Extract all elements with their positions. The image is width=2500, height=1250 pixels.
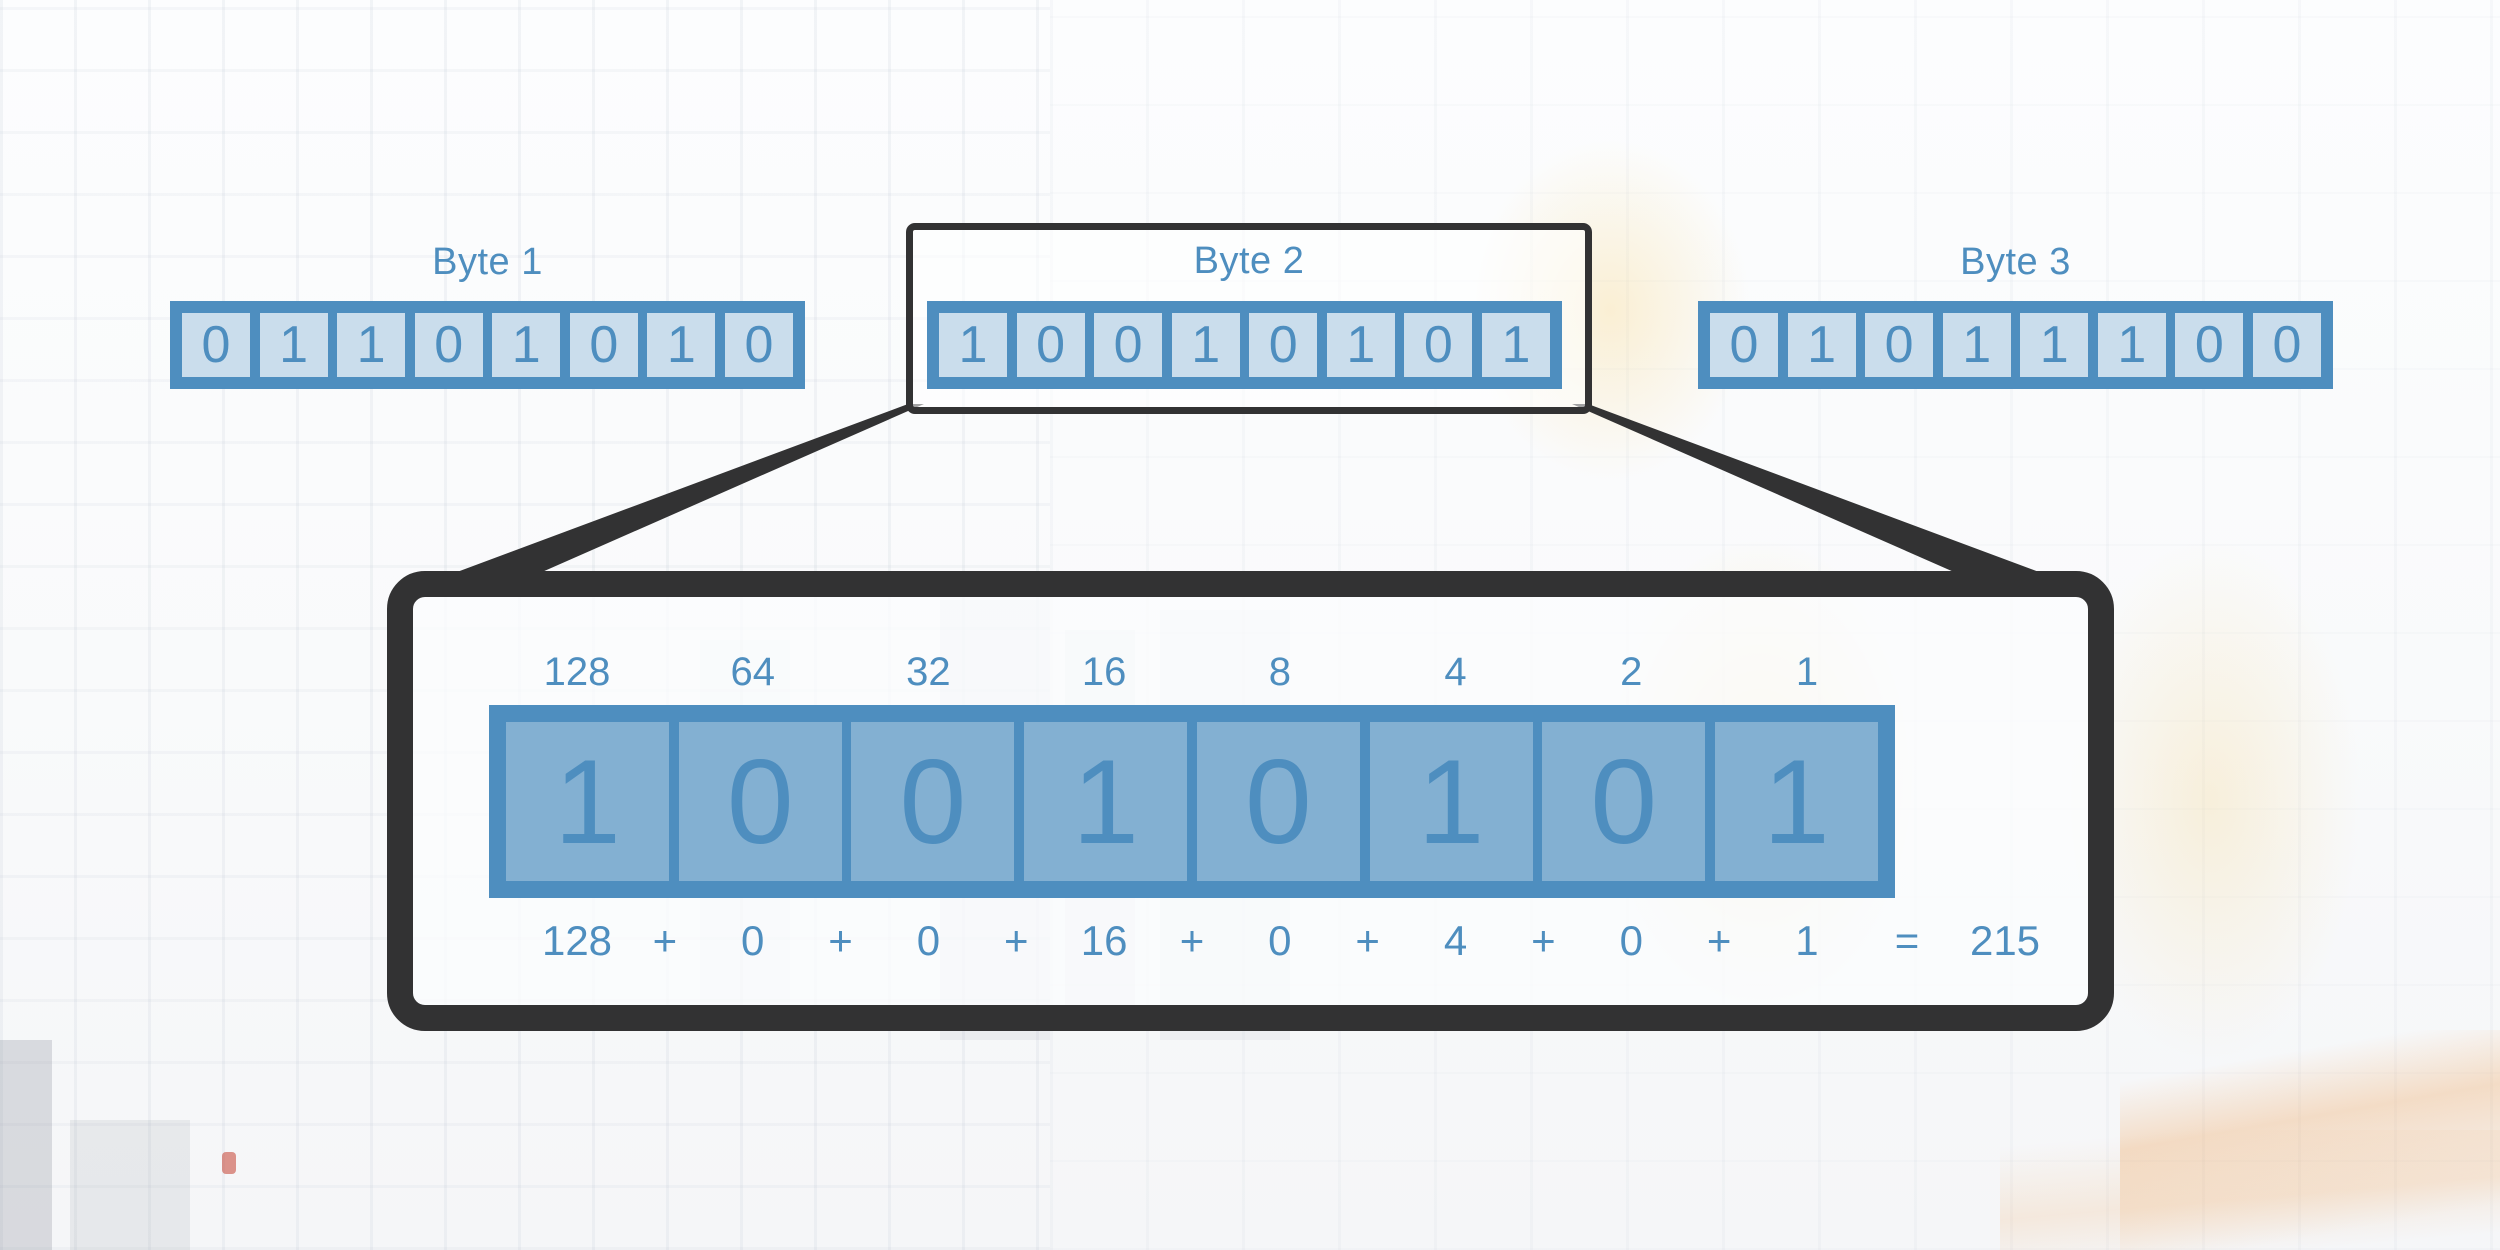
place-value-label: 1: [1795, 650, 1819, 694]
place-value-label: 4: [1444, 650, 1467, 694]
byte-1-label: Byte 1: [432, 241, 543, 283]
bit-cell: 1: [1787, 313, 1856, 377]
callout-wedge-left: [398, 404, 924, 594]
callout-wedge-right: [1572, 404, 2098, 594]
bit-cell: 1: [647, 313, 716, 377]
sum-term: 16: [1080, 917, 1128, 964]
equals-sign: =: [1894, 917, 1920, 964]
sum-term: 128: [541, 917, 613, 964]
bit-cell: 1: [1481, 313, 1550, 377]
plus-sign: +: [1706, 917, 1732, 964]
bit-cell: 0: [1865, 313, 1934, 377]
magnified-bit-cell: 1: [1369, 722, 1533, 881]
magnified-bit-cell: 0: [678, 722, 842, 881]
bit-cell: 1: [1326, 313, 1395, 377]
bit-cell: 0: [1016, 313, 1085, 377]
bit-cell: 0: [1710, 313, 1778, 377]
sum-term: 0: [741, 917, 765, 964]
bit-cell: 1: [259, 313, 328, 377]
magnified-bit-cell: 0: [1196, 722, 1360, 881]
plus-sign: +: [1004, 917, 1029, 964]
bit-cell: 0: [414, 313, 483, 377]
bit-cell: 1: [337, 313, 406, 377]
magnified-bit-cell: 1: [1714, 722, 1878, 881]
bit-cell: 0: [2175, 313, 2244, 377]
bit-cell: 0: [724, 313, 793, 377]
place-value-label: 32: [906, 650, 951, 694]
bit-cell: 0: [569, 313, 638, 377]
place-value-label: 16: [1081, 650, 1127, 694]
plus-sign: +: [1531, 917, 1556, 964]
bit-cell: 0: [1249, 313, 1318, 377]
magnified-bit-cell: 0: [851, 722, 1015, 881]
sum-term: 4: [1443, 917, 1468, 964]
magnified-bit-cell: 1: [1024, 722, 1188, 881]
bit-cell: 1: [939, 313, 1007, 377]
sum-term: 0: [1619, 917, 1643, 964]
place-value-label: 8: [1268, 650, 1291, 694]
byte-3-label: Byte 3: [1960, 241, 2071, 283]
bit-cell: 1: [1171, 313, 1240, 377]
plus-sign: +: [1355, 917, 1380, 964]
bit-cell: 0: [2252, 313, 2321, 377]
bit-cell: 0: [182, 313, 250, 377]
bit-cell: 1: [2020, 313, 2089, 377]
place-value-label: 2: [1620, 650, 1643, 694]
bit-cell: 1: [1942, 313, 2011, 377]
byte-2-label: Byte 2: [1193, 240, 1305, 282]
magnified-bit-cell: 1: [506, 722, 669, 881]
sum-term: 1: [1795, 917, 1819, 964]
plus-sign: +: [828, 917, 853, 964]
magnified-bit-cell: 0: [1542, 722, 1706, 881]
bit-cell: 1: [2097, 313, 2166, 377]
place-value-label: 128: [543, 650, 611, 694]
sum-result: 215: [1969, 917, 2041, 964]
sum-term: 0: [1268, 917, 1292, 964]
plus-sign: +: [1179, 917, 1205, 964]
sum-term: 0: [916, 917, 941, 964]
place-value-label: 64: [730, 650, 775, 694]
bit-cell: 0: [1094, 313, 1163, 377]
bit-cell: 0: [1404, 313, 1473, 377]
plus-sign: +: [652, 917, 678, 964]
bit-cell: 1: [492, 313, 561, 377]
